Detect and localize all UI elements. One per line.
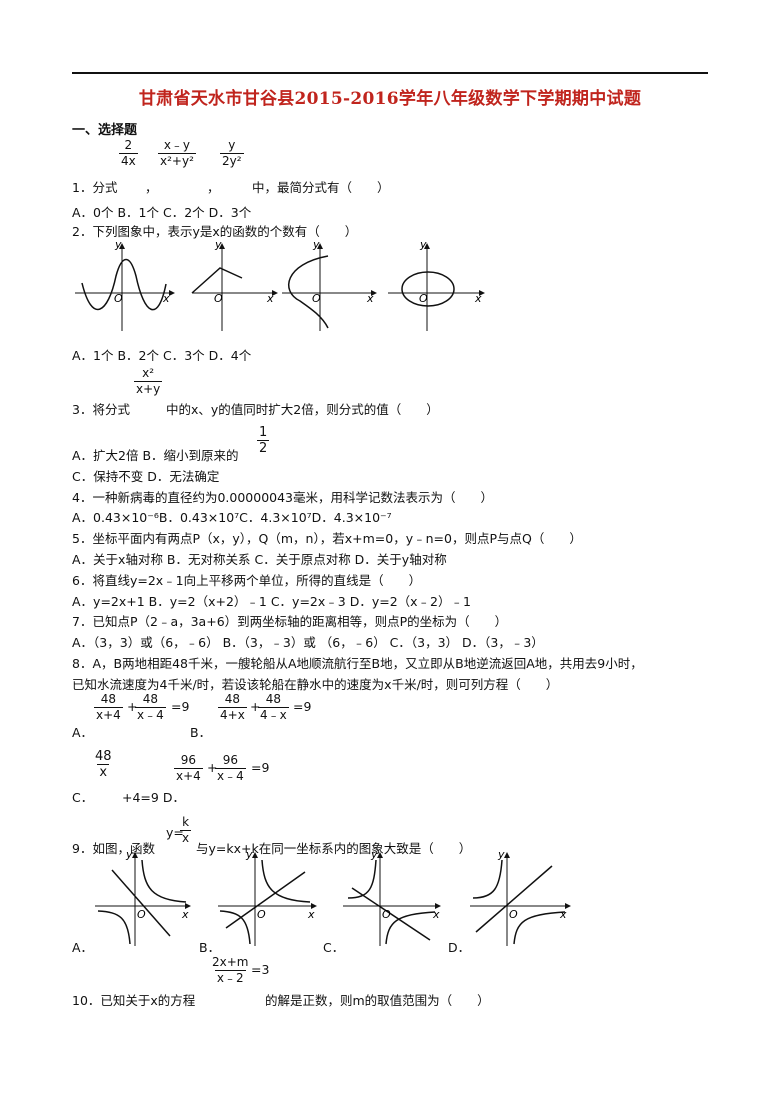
svg-text:y: y [419, 238, 427, 251]
q9-tail: 与y=kx+k在同一坐标系内的图象大致是（ ） [196, 841, 472, 856]
svg-text:x: x [162, 292, 170, 305]
header-rule [72, 72, 708, 74]
q9-yeq: y= [166, 825, 184, 840]
q2-stem: 2．下列图象中，表示y是x的函数的个数有（ ） [72, 224, 358, 239]
q3-options-cd: C．保持不变 D．无法确定 [72, 469, 220, 484]
q2-graph-3: y O x [282, 238, 377, 331]
q9-label-b: B． [199, 940, 221, 955]
svg-text:O: O [214, 292, 223, 305]
svg-text:O: O [419, 292, 428, 305]
q1-comma-1: ， [145, 180, 158, 195]
q1-comma-2: ， [207, 180, 220, 195]
q7-stem: 7．已知点P（2﹣a，3a+6）到两坐标轴的距离相等，则点P的坐标为（ ） [72, 614, 508, 629]
q9-label-a: A． [72, 940, 94, 955]
q8-d-eq: =9 [251, 760, 270, 775]
q8-c-tail: +4=9 D． [122, 790, 185, 805]
q9-label-c: C． [323, 940, 345, 955]
svg-text:O: O [382, 908, 391, 921]
svg-text:O: O [257, 908, 266, 921]
svg-text:y: y [370, 848, 378, 861]
svg-text:y: y [214, 238, 222, 251]
q9-graph-a: y O x [95, 848, 191, 946]
q5-options: A．关于x轴对称 B．无对称关系 C．关于原点对称 D．关于y轴对称 [72, 552, 447, 567]
section-heading: 一、选择题 [72, 123, 138, 138]
q6-stem: 6．将直线y=2x﹣1向上平移两个单位，所得的直线是（ ） [72, 573, 422, 588]
svg-text:y: y [114, 238, 122, 251]
q8-label-b: B． [190, 725, 212, 740]
q10-eq: =3 [251, 962, 270, 977]
svg-text:x: x [266, 292, 274, 305]
svg-text:x: x [366, 292, 374, 305]
svg-text:O: O [137, 908, 146, 921]
q8-label-c: C． [72, 790, 94, 805]
svg-text:O: O [509, 908, 518, 921]
svg-text:O: O [312, 292, 321, 305]
svg-text:x: x [181, 908, 189, 921]
svg-text:x: x [559, 908, 567, 921]
q4-options: A．0.43×10⁻⁶B．0.43×10⁷C．4.3×10⁷D．4.3×10⁻⁷ [72, 510, 392, 525]
svg-text:x: x [432, 908, 440, 921]
q8-d-plus: + [207, 760, 218, 775]
page-title: 甘肃省天水市甘谷县2015-2016学年八年级数学下学期期中试题 [138, 89, 642, 109]
q9-graph-d: y O x [470, 848, 571, 946]
q3-options-ab: A．扩大2倍 B．缩小到原来的 [72, 448, 239, 463]
q2-graph-1: y O x [75, 238, 175, 331]
q1-stem: 1．分式 [72, 180, 118, 195]
q8-a-eq: =9 [171, 699, 190, 714]
q7-options: A．（3，3）或（6，﹣6） B．（3，﹣3）或 （6，﹣6） C．（3，3） … [72, 635, 544, 650]
q8-b-plus: + [250, 699, 261, 714]
q8-label-a: A． [72, 725, 94, 740]
svg-text:y: y [497, 848, 505, 861]
svg-text:y: y [125, 848, 133, 861]
q8-line-2: 已知水流速度为4千米/时，若设该轮船在静水中的速度为x千米/时，则可列方程（ ） [72, 677, 559, 692]
svg-text:O: O [114, 292, 123, 305]
q8-b-eq: =9 [293, 699, 312, 714]
q10-tail: 的解是正数，则m的取值范围为（ ） [265, 993, 490, 1008]
q2-options: A．1个 B．2个 C．3个 D．4个 [72, 348, 252, 363]
q6-options: A．y=2x+1 B．y=2（x+2）﹣1 C．y=2x﹣3 D．y=2（x﹣2… [72, 594, 471, 609]
q3-stem: 3．将分式 [72, 402, 130, 417]
svg-text:y: y [245, 848, 253, 861]
q1-options: A．0个 B．1个 C．2个 D．3个 [72, 205, 252, 220]
q1-tail: 中，最简分式有（ ） [252, 180, 390, 195]
q2-graphs: y O x y O x y O x y O x [75, 238, 485, 331]
svg-text:x: x [474, 292, 482, 305]
q2-graph-4: y O x [388, 238, 485, 331]
q8-line-1: 8．A，B两地相距48千米，一艘轮船从A地顺流航行至B地，又立即从B地逆流返回A… [72, 656, 643, 671]
q9-graph-c: y O x [343, 848, 441, 946]
svg-text:x: x [307, 908, 315, 921]
q10-stem: 10．已知关于x的方程 [72, 993, 196, 1008]
q9-graph-b: y O x [218, 848, 317, 946]
svg-text:y: y [312, 238, 320, 251]
q4-stem: 4．一种新病毒的直径约为0.00000043毫米，用科学记数法表示为（ ） [72, 490, 494, 505]
q9-graphs: y O x y O x y O x y O x [95, 848, 571, 946]
q2-graph-2: y O x [191, 238, 278, 331]
q3-tail: 中的x、y的值同时扩大2倍，则分式的值（ ） [166, 402, 439, 417]
q9-label-d: D． [448, 940, 471, 955]
q8-a-plus: + [127, 699, 138, 714]
q5-stem: 5．坐标平面内有两点P（x，y），Q（m，n），若x+m=0，y﹣n=0，则点P… [72, 531, 582, 546]
